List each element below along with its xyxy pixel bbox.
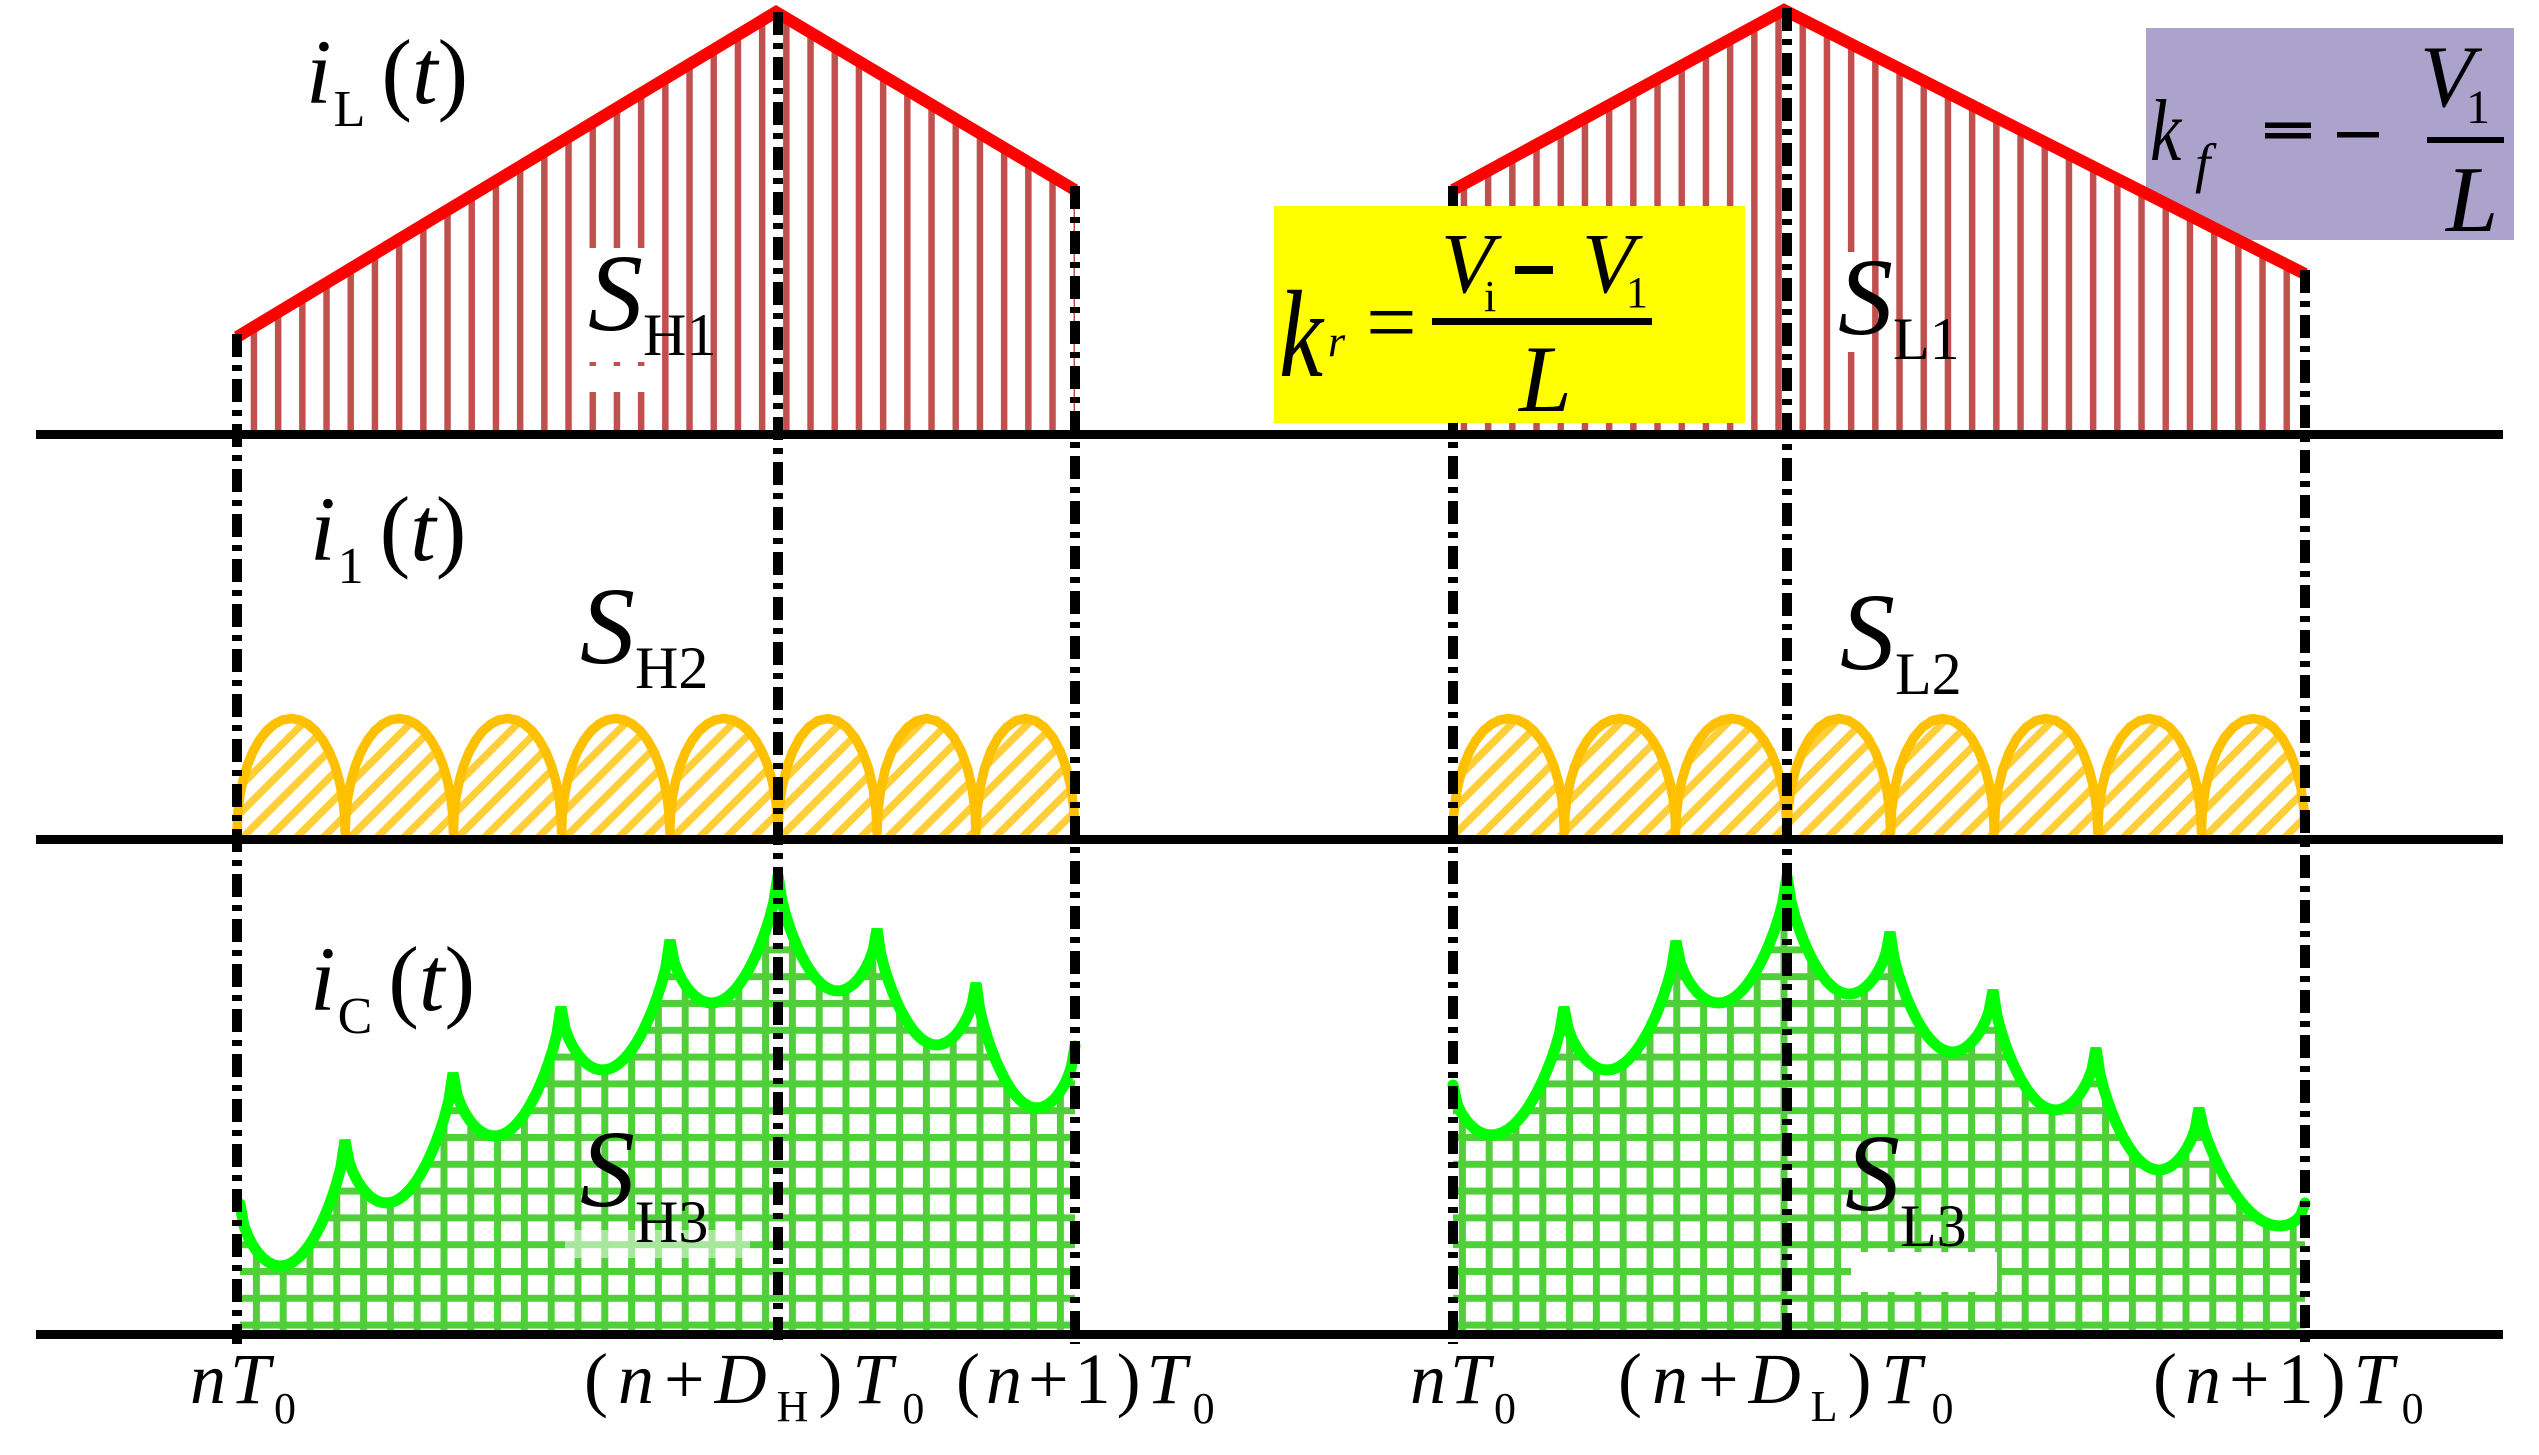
svg-text:SL1: SL1 — [1838, 236, 1960, 372]
svg-text:1: 1 — [2466, 81, 2490, 134]
svg-text:r: r — [1328, 317, 1346, 366]
svg-text:=: = — [1366, 273, 1417, 372]
svg-text:(n+1)T0: (n+1)T0 — [956, 1339, 1221, 1433]
svg-text:nT0: nT0 — [1410, 1339, 1520, 1433]
svg-text:iC(t): iC(t) — [310, 928, 475, 1045]
svg-text:i1(t): i1(t) — [310, 478, 466, 595]
svg-text:1: 1 — [1626, 268, 1648, 317]
svg-text:i: i — [1484, 272, 1496, 321]
svg-text:V: V — [1582, 215, 1643, 311]
svg-text:k: k — [1279, 267, 1325, 404]
svg-text:iL(t): iL(t) — [306, 21, 468, 138]
svg-text:V: V — [1441, 215, 1502, 311]
svg-text:SH2: SH2 — [580, 565, 708, 701]
svg-text:SL2: SL2 — [1840, 571, 1962, 707]
svg-text:SH3: SH3 — [580, 1108, 708, 1255]
svg-text:V: V — [2420, 29, 2483, 126]
svg-text:L: L — [1517, 326, 1572, 432]
svg-text:L: L — [2444, 148, 2498, 252]
svg-text:(n+DH)T0: (n+DH)T0 — [584, 1339, 934, 1433]
svg-text:SL3: SL3 — [1845, 1112, 1967, 1259]
svg-text:(n+DL)T0: (n+DL)T0 — [1618, 1339, 1964, 1433]
svg-text:(n+1)T0: (n+1)T0 — [2153, 1339, 2432, 1433]
svg-text:k: k — [2150, 83, 2183, 180]
svg-text:SH1: SH1 — [588, 232, 716, 368]
svg-text:nT0: nT0 — [190, 1339, 300, 1433]
